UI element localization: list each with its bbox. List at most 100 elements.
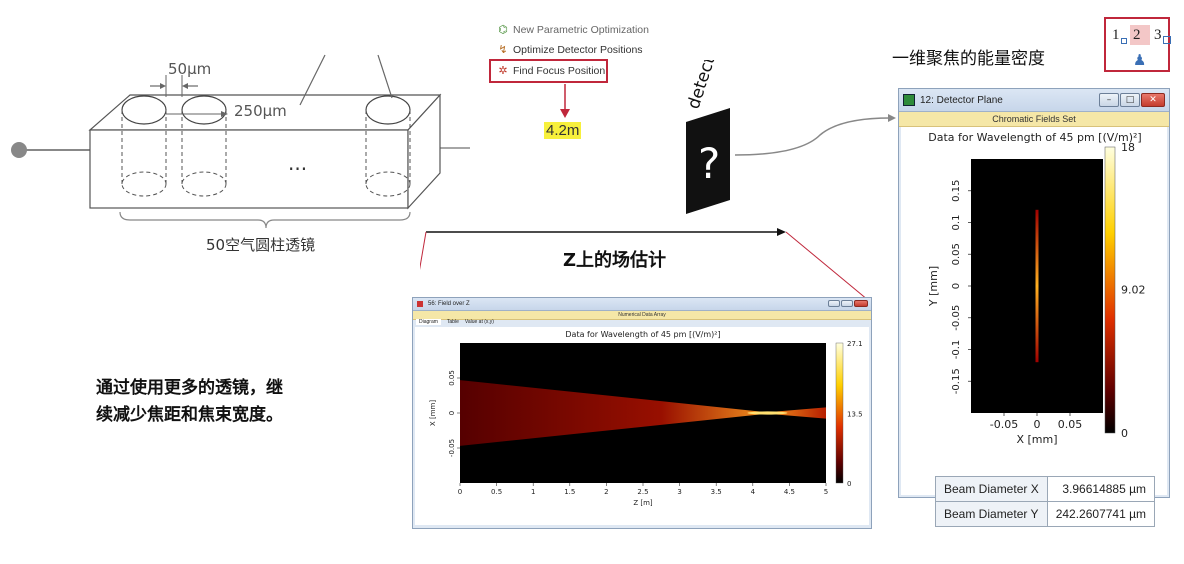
focus-arrow	[560, 84, 570, 118]
view-toggle-2-highlight[interactable]	[1130, 25, 1150, 45]
beam-diameter-y-label: Beam Diameter Y	[935, 501, 1048, 527]
y-tick-label: -0.05	[448, 439, 456, 457]
x-tick-label: 0.05	[1058, 418, 1083, 431]
y-tick-label: -0.05	[951, 305, 962, 331]
maximize-button[interactable]: □	[1120, 93, 1140, 107]
find-focus-icon: ✲	[498, 65, 508, 77]
cylinder-top-1	[121, 95, 167, 125]
y-tick-label: 0.15	[951, 180, 962, 202]
beam-diameter-x-value: 3.96614885 µm	[1046, 476, 1156, 502]
window-icon	[417, 301, 423, 307]
gap-label: 50μm	[168, 60, 211, 78]
detector-to-window-arrow	[734, 114, 896, 156]
colorbar-tick-label: 18	[1121, 141, 1135, 154]
table-row: Beam Diameter Y 242.2607741 µm	[935, 501, 1156, 527]
detector-plane-window: 12: Detector Plane – □ ✕ Chromatic Field…	[898, 88, 1170, 498]
view-toggle-group: 1 2 3 ♟	[1104, 17, 1171, 72]
field-window-title: 56: Field over Z	[428, 301, 470, 307]
detector-window-title: 12: Detector Plane	[920, 94, 1003, 106]
cylinder-top-2	[181, 95, 227, 125]
colorbar-tick-label: 0	[1121, 427, 1128, 440]
colorbar	[1104, 146, 1116, 434]
x-tick-label: 0	[1034, 418, 1041, 431]
x-tick-label: 0.5	[491, 488, 502, 496]
tab-value[interactable]: Value at (x,y)	[464, 319, 494, 325]
menu-item-optimize-detector[interactable]: ↯ Optimize Detector Positions	[496, 44, 642, 56]
y-tick-label: -0.15	[951, 368, 962, 394]
y-tick-label: -0.1	[951, 340, 962, 360]
close-button[interactable]	[854, 300, 868, 307]
colorbar-tick-label: 9.02	[1121, 284, 1146, 297]
x-tick-label: 4.5	[784, 488, 795, 496]
ellipsis: ...	[288, 151, 307, 175]
close-button[interactable]: ✕	[1141, 93, 1165, 107]
grid-small-icon	[1163, 36, 1171, 44]
field-over-z-window: 56: Field over Z Numerical Data Array Di…	[412, 297, 872, 529]
lens-brace	[119, 211, 411, 229]
lens-block-front	[89, 129, 409, 209]
tab-diagram[interactable]: Diagram	[416, 319, 441, 325]
x-tick-label: -0.05	[990, 418, 1018, 431]
y-axis-label: Y [mm]	[927, 266, 940, 307]
y-tick-label: 0.05	[448, 370, 456, 386]
x-tick-label: 3.5	[711, 488, 722, 496]
focal-line	[1035, 209, 1039, 363]
field-window-subtitle: Numerical Data Array	[413, 311, 871, 320]
x-tick-label: 2	[604, 488, 608, 496]
detector-label: detector	[684, 60, 725, 112]
energy-density-label: 一维聚焦的能量密度	[892, 49, 1045, 69]
y-tick-label: 0.05	[951, 243, 962, 265]
x-axis-label: Z [m]	[633, 499, 653, 507]
beam-diameter-y-value: 242.2607741 µm	[1046, 501, 1156, 527]
colorbar-tick-label: 27.1	[847, 340, 863, 348]
beam-diameter-table: Beam Diameter X 3.96614885 µm Beam Diame…	[935, 476, 1156, 527]
x-tick-label: 1.5	[564, 488, 575, 496]
minimize-button[interactable]: –	[1099, 93, 1119, 107]
chart-title: Data for Wavelength of 45 pm [(V/m)²]	[928, 131, 1141, 144]
menu-item-parametric[interactable]: ⌬ New Parametric Optimization	[496, 24, 649, 36]
detector-window-subtitle: Chromatic Fields Set	[899, 112, 1169, 127]
table-row: Beam Diameter X 3.96614885 µm	[935, 476, 1156, 502]
view-tool-icon[interactable]: ♟	[1133, 51, 1147, 69]
y-axis-label: X [mm]	[429, 400, 437, 426]
optimize-detector-icon: ↯	[498, 44, 508, 56]
note-line-1: 通过使用更多的透镜，继	[96, 378, 283, 398]
focus-spot	[747, 411, 788, 415]
beam-diameter-x-label: Beam Diameter X	[935, 476, 1048, 502]
cylinder-top-3	[365, 95, 411, 125]
find-focus-highlight	[489, 59, 608, 83]
cylinder-bodies	[121, 110, 411, 197]
z-field-arrow	[420, 228, 869, 301]
menu-item-find-focus[interactable]: ✲ Find Focus Position	[496, 65, 605, 77]
field-window-tabs: Diagram Table Value at (x,y)	[416, 319, 494, 325]
y-tick-label: 0	[951, 283, 962, 289]
parametric-optimization-icon: ⌬	[498, 24, 508, 36]
detector-question-mark: ?	[698, 139, 720, 188]
lens-caption: 50空气圆柱透镜	[206, 236, 316, 254]
lens-block-side	[407, 93, 441, 210]
colorbar	[835, 342, 844, 484]
view-toggle-1[interactable]: 1	[1112, 27, 1120, 43]
x-tick-label: 5	[824, 488, 828, 496]
x-tick-label: 0	[458, 488, 462, 496]
lens-diagram: 50μm 250μm ...	[11, 54, 470, 229]
view-toggle-2[interactable]: 2	[1133, 27, 1141, 43]
maximize-button[interactable]	[841, 300, 853, 307]
pitch-label: 250μm	[234, 102, 287, 120]
x-tick-label: 1	[531, 488, 535, 496]
field-window-titlebar: 56: Field over Z	[413, 298, 871, 311]
field-estimate-label: Z上的场估计	[563, 250, 667, 271]
view-toggle-3[interactable]: 3	[1154, 27, 1162, 43]
window-icon	[903, 94, 915, 106]
detector-symbol: detector ?	[684, 60, 730, 214]
detector-plane-chart: Data for Wavelength of 45 pm [(V/m)²] -0.…	[927, 131, 1146, 446]
x-tick-label: 3	[677, 488, 681, 496]
y-tick-label: 0	[448, 411, 456, 415]
minimize-button[interactable]	[828, 300, 840, 307]
focus-position-value: 4.2m	[544, 122, 582, 139]
x-tick-label: 4	[751, 488, 756, 496]
tab-table[interactable]: Table	[446, 319, 459, 325]
colorbar-tick-label: 0	[847, 480, 851, 488]
beam-intensity	[460, 380, 826, 446]
